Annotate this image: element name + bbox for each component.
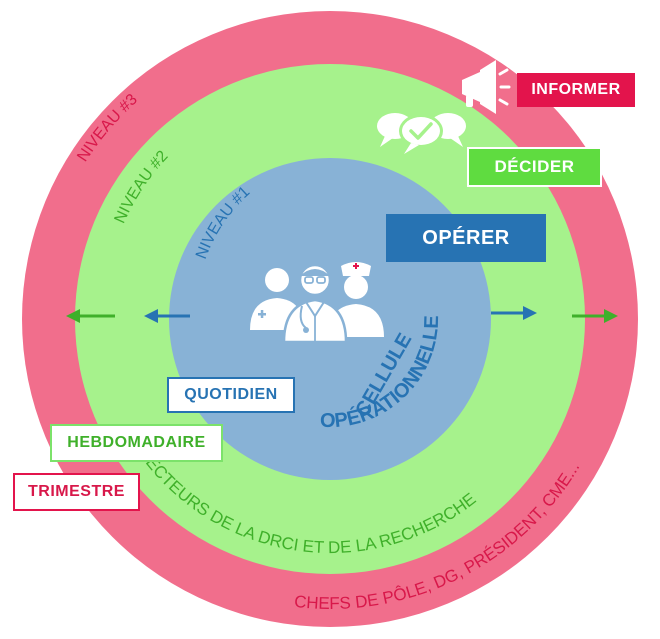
arrow-icon [66, 309, 115, 323]
operer-tag: OPÉRER [386, 214, 546, 262]
megaphone-icon [462, 60, 511, 114]
decider-tag: DÉCIDER [467, 147, 602, 187]
quotidien-tag: QUOTIDIEN [167, 377, 295, 413]
hebdomadaire-tag: HEBDOMADAIRE [50, 424, 223, 462]
chat-bubbles-check-icon [377, 113, 466, 154]
arrow-icon [572, 309, 618, 323]
arrow-icon [144, 309, 190, 323]
informer-tag: INFORMER [517, 73, 635, 107]
trimestre-tag: TRIMESTRE [13, 473, 140, 511]
medical-team-icon [250, 262, 384, 344]
arrow-icon [491, 306, 537, 320]
